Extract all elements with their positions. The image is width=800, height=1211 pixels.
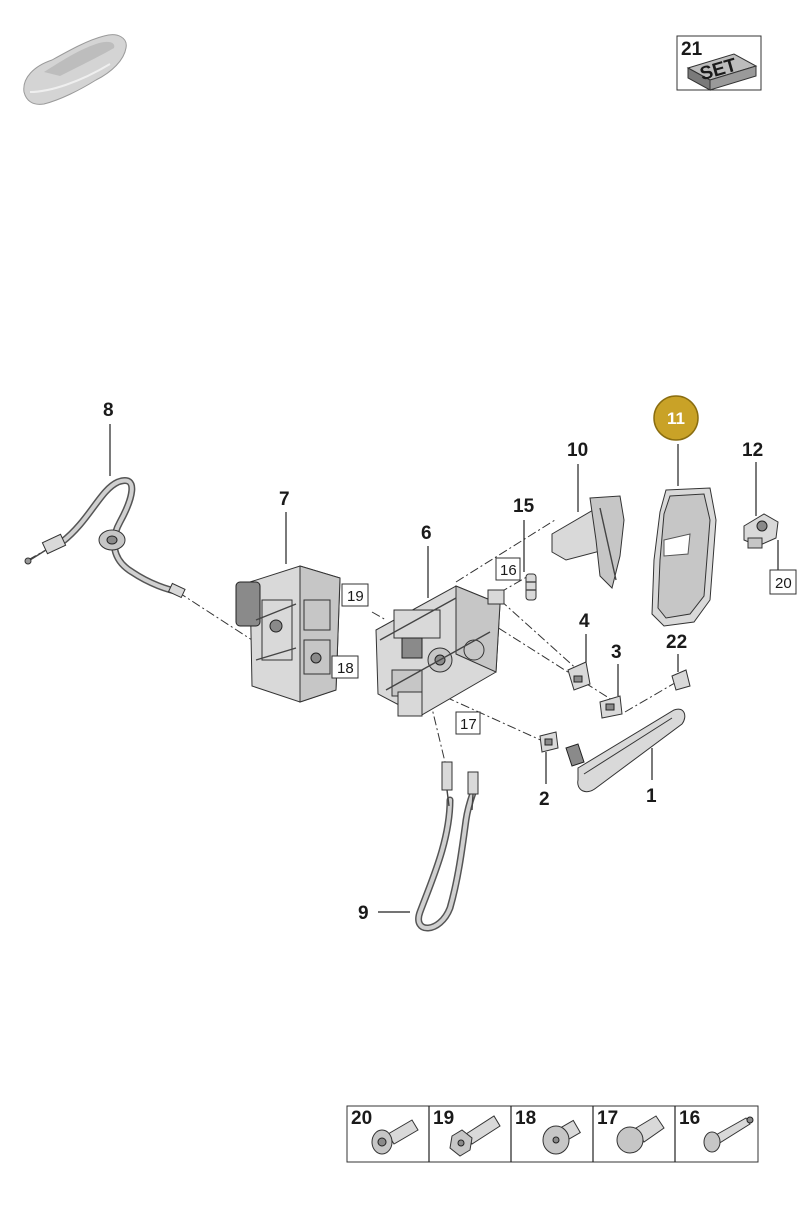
part-10-cover[interactable] — [551, 495, 625, 589]
screw-20-icon — [371, 1119, 419, 1155]
part-7-door-lock[interactable] — [235, 565, 341, 703]
ref-box-16[interactable]: 16 — [495, 557, 521, 581]
part-4-clip[interactable] — [567, 661, 591, 691]
fastener-table: 20 19 18 17 — [346, 1105, 759, 1163]
ref-19: 19 — [347, 588, 364, 605]
part-3-seal[interactable] — [599, 695, 623, 719]
ref-box-18[interactable]: 18 — [331, 655, 359, 679]
set-box-icon: SET — [686, 53, 758, 91]
set-badge-number: 21 — [681, 39, 703, 60]
part-15-pin[interactable] — [525, 573, 537, 601]
bolt-19-icon — [449, 1115, 501, 1157]
part-22-clip[interactable] — [671, 669, 691, 691]
ref-16: 16 — [500, 562, 517, 579]
boxed-references: 16 19 18 17 20 — [331, 557, 797, 735]
ref-17: 17 — [460, 716, 477, 733]
pin-16-icon — [703, 1116, 754, 1153]
fastener-label-20: 20 — [351, 1108, 372, 1129]
callout-10[interactable]: 10 — [567, 440, 588, 461]
ref-box-17[interactable]: 17 — [455, 711, 481, 735]
ref-18: 18 — [337, 660, 354, 677]
set-badge[interactable]: 21 SET — [676, 35, 762, 91]
part-12-striker[interactable] — [743, 513, 779, 549]
callout-6[interactable]: 6 — [421, 523, 432, 544]
callout-15[interactable]: 15 — [513, 496, 535, 517]
part-1-door-handle[interactable] — [565, 708, 686, 793]
callout-12[interactable]: 12 — [742, 440, 763, 461]
fastener-label-16: 16 — [679, 1108, 700, 1129]
part-6-lock-mechanism[interactable] — [375, 585, 505, 717]
callout-7[interactable]: 7 — [279, 489, 290, 510]
screw-17-icon — [616, 1115, 665, 1154]
rivet-18-icon — [542, 1119, 581, 1155]
callout-11: 11 — [667, 409, 685, 428]
fastener-cell-19[interactable]: 19 — [433, 1108, 501, 1157]
fastener-cell-18[interactable]: 18 — [515, 1108, 581, 1155]
callout-3[interactable]: 3 — [611, 642, 622, 663]
fastener-cell-16[interactable]: 16 — [679, 1108, 754, 1153]
part-8-cable[interactable] — [24, 477, 186, 599]
part-9-cable[interactable] — [415, 761, 479, 932]
ref-box-20[interactable]: 20 — [769, 569, 797, 595]
fastener-cell-17[interactable]: 17 — [597, 1108, 665, 1154]
fastener-cell-20[interactable]: 20 — [351, 1108, 419, 1155]
callout-8[interactable]: 8 — [103, 400, 114, 421]
fastener-label-19: 19 — [433, 1108, 454, 1129]
ref-box-19[interactable]: 19 — [341, 583, 369, 607]
callout-1[interactable]: 1 — [646, 786, 657, 807]
fastener-label-17: 17 — [597, 1108, 618, 1129]
fastener-label-18: 18 — [515, 1108, 536, 1129]
part-11-trim-panel[interactable] — [651, 487, 717, 627]
ref-20: 20 — [775, 575, 792, 592]
car-model-icon — [23, 34, 127, 105]
callout-labels: 8 7 6 10 15 12 4 3 22 2 1 9 — [103, 400, 763, 924]
callout-2[interactable]: 2 — [539, 789, 550, 810]
callout-4[interactable]: 4 — [579, 611, 590, 632]
callout-22[interactable]: 22 — [666, 632, 687, 653]
part-2-seal[interactable] — [539, 731, 559, 753]
callout-11-highlight[interactable]: 11 — [653, 395, 699, 441]
leader-lines — [109, 424, 779, 913]
callout-9[interactable]: 9 — [358, 903, 369, 924]
